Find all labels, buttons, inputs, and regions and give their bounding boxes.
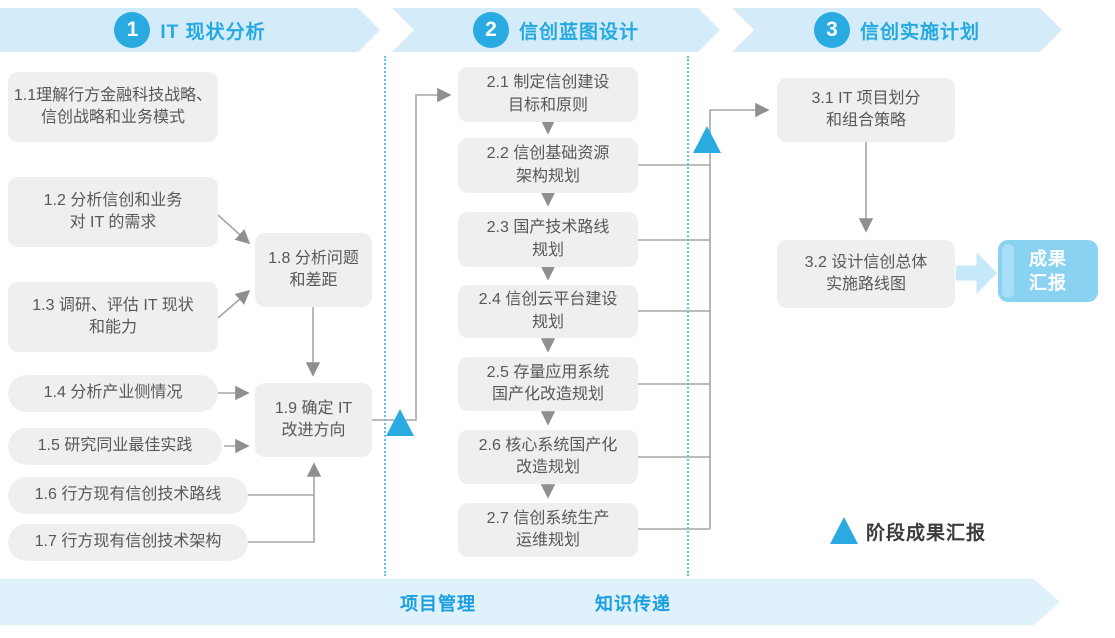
phase-1-title: IT 现状分析 <box>160 21 266 43</box>
footer-label-knowledge-transfer: 知识传递 <box>595 594 671 614</box>
footer-bar <box>0 579 1060 625</box>
result-report-box: 成果 汇报 <box>998 240 1098 302</box>
phase-header-3: 3 信创实施计划 <box>732 8 1062 52</box>
result-box-highlight-stripe <box>1002 244 1014 298</box>
task-box-2-3: 2.3 国产技术路线 规划 <box>458 212 638 267</box>
footer-label-project-management: 项目管理 <box>400 594 476 614</box>
task-box-2-6: 2.6 核心系统国产化 改造规划 <box>458 430 638 484</box>
phase-header-2: 2 信创蓝图设计 <box>392 8 720 52</box>
task-box-1-7: 1.7 行方现有信创技术架构 <box>8 524 248 561</box>
task-box-3-1: 3.1 IT 项目划分 和组合策略 <box>777 78 955 142</box>
phase-divider-2 <box>687 56 689 576</box>
task-box-1-4: 1.4 分析产业侧情况 <box>8 375 218 412</box>
milestone-triangle-icon <box>693 126 721 153</box>
task-box-2-5: 2.5 存量应用系统 国产化改造规划 <box>458 357 638 411</box>
task-box-2-2: 2.2 信创基础资源 架构规划 <box>458 138 638 193</box>
phase-3-number-badge: 3 <box>814 12 850 48</box>
task-box-1-3: 1.3 调研、评估 IT 现状 和能力 <box>8 282 218 352</box>
task-box-2-4: 2.4 信创云平台建设 规划 <box>458 285 638 338</box>
phase-2-number-badge: 2 <box>473 12 509 48</box>
task-box-1-5: 1.5 研究同业最佳实践 <box>8 428 222 465</box>
result-report-label: 成果 汇报 <box>1029 248 1067 293</box>
task-box-1-6: 1.6 行方现有信创技术路线 <box>8 477 248 514</box>
flow-arrow-icon <box>956 252 997 294</box>
phase-header-1: 1 IT 现状分析 <box>0 8 380 52</box>
phase-1-number-badge: 1 <box>114 12 150 48</box>
phase-2-title: 信创蓝图设计 <box>518 21 639 43</box>
milestone-triangle-icon <box>386 409 414 436</box>
task-box-3-2: 3.2 设计信创总体 实施路线图 <box>777 240 955 308</box>
task-box-2-7: 2.7 信创系统生产 运维规划 <box>458 503 638 557</box>
task-box-1-9: 1.9 确定 IT 改进方向 <box>255 383 372 457</box>
legend-label: 阶段成果汇报 <box>866 523 987 544</box>
task-box-1-2: 1.2 分析信创和业务 对 IT 的需求 <box>8 177 218 247</box>
phase-3-title: 信创实施计划 <box>859 21 980 43</box>
task-box-1-1: 1.1理解行方金融科技战略、 信创战略和业务模式 <box>8 72 218 142</box>
task-box-2-1: 2.1 制定信创建设 目标和原则 <box>458 67 638 122</box>
phase-divider-1 <box>384 56 386 576</box>
legend-triangle-icon <box>830 517 858 544</box>
task-box-1-8: 1.8 分析问题 和差距 <box>255 233 372 307</box>
